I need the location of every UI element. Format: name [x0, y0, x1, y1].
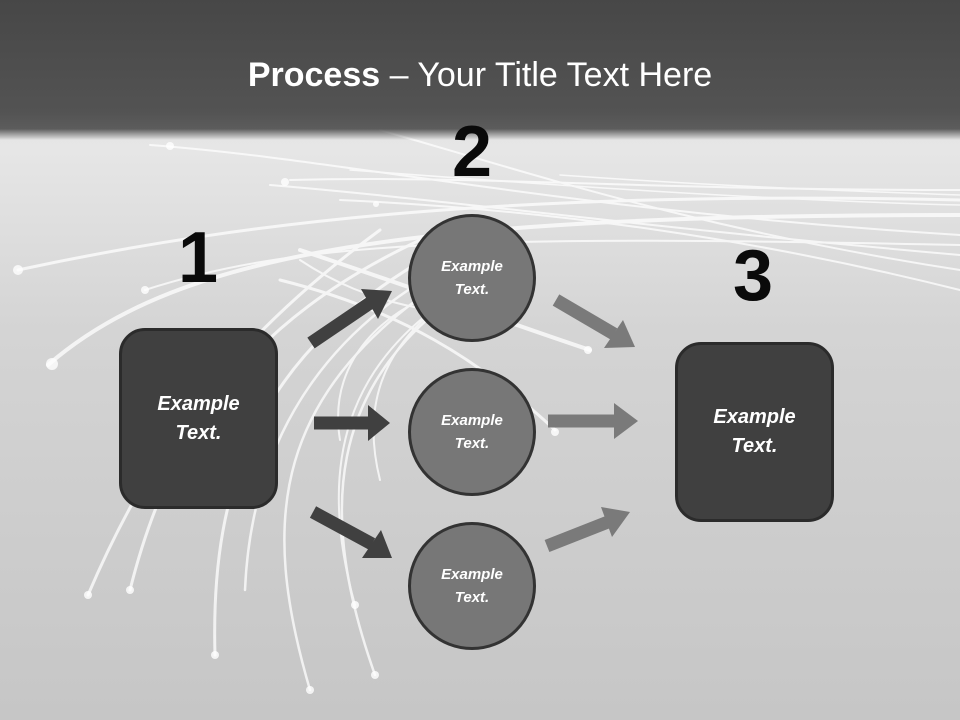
arrow-bottom-to-step3	[544, 507, 630, 553]
title-rest: – Your Title Text Here	[380, 56, 713, 94]
title-bold: Process	[247, 56, 381, 94]
arrow-top-to-step3	[552, 294, 635, 348]
step-2-bottom-label: Example Text.	[441, 566, 503, 606]
step-2-top-label: Example Text.	[441, 258, 503, 298]
step-number-2: 2	[451, 112, 493, 192]
arrow-step1-to-bottom	[309, 506, 392, 558]
step-2-circle-bottom: Example Text.	[408, 522, 536, 650]
arrow-step1-to-middle	[314, 405, 390, 441]
title-band	[0, 0, 960, 140]
step-number-3: 3	[732, 236, 774, 316]
arrow-step1-to-top	[307, 289, 392, 349]
arrow-middle-to-step3	[548, 403, 638, 439]
step-3-label: Example Text.	[713, 406, 796, 457]
step-1-label: Example Text.	[157, 392, 240, 444]
step-1-box: Example Text.	[119, 328, 278, 509]
step-2-circle-top: Example Text.	[408, 214, 536, 342]
step-3-box: Example Text.	[675, 342, 834, 522]
slide-title: Process – Your Title Text Here	[0, 54, 960, 96]
step-2-circle-middle: Example Text.	[408, 368, 536, 496]
step-2-middle-label: Example Text.	[441, 412, 503, 452]
step-number-1: 1	[177, 218, 219, 298]
